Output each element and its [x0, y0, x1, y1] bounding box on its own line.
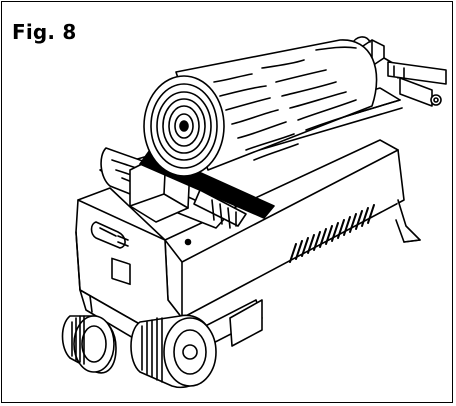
left-wheel — [61, 315, 117, 374]
support-leg — [395, 199, 421, 243]
main-log — [143, 39, 378, 177]
figure-label: Fig. 8 — [12, 20, 77, 44]
right-wheel — [130, 314, 217, 389]
vent-grille — [289, 204, 375, 263]
